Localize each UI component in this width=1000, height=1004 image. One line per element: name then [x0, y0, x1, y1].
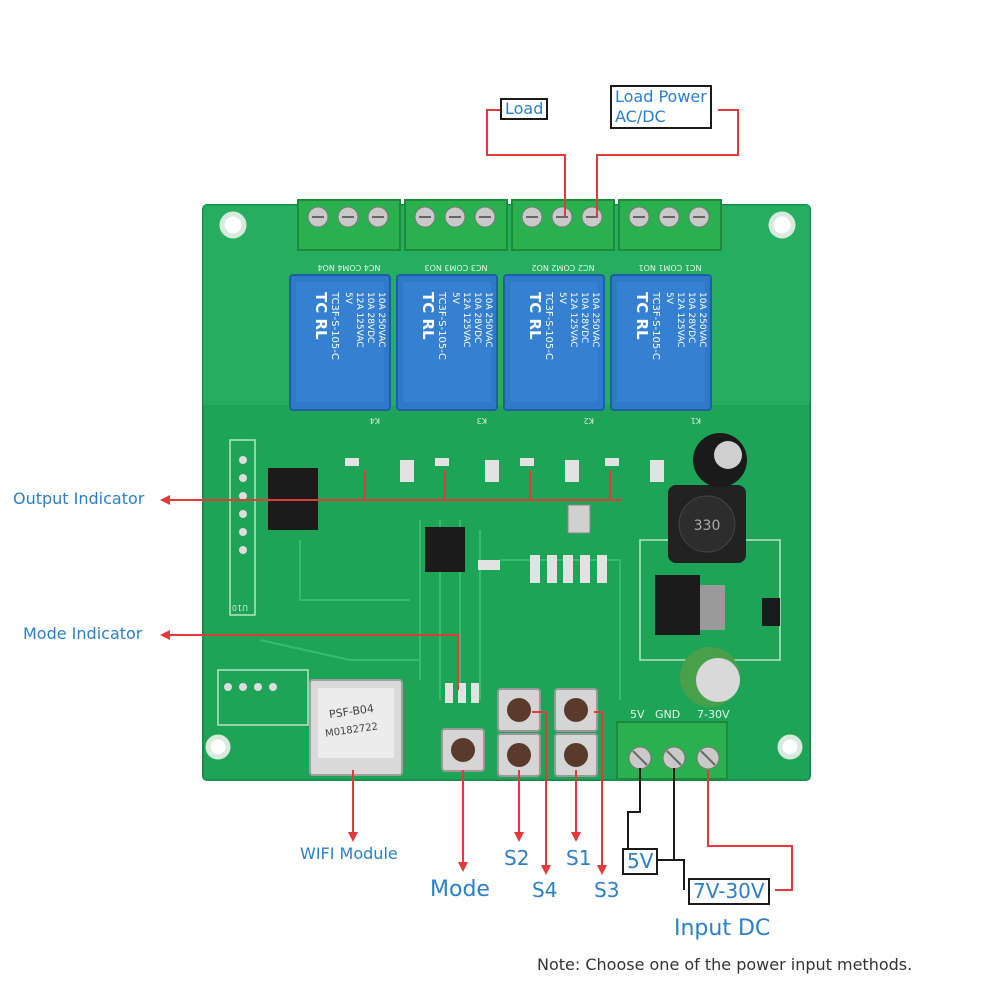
relay-rating: 12A 125VAC: [568, 292, 578, 348]
wire-power-7v: [707, 770, 793, 891]
annotation-wires: [168, 109, 793, 891]
wire-s4: [532, 711, 547, 868]
mounting-holes: [205, 211, 803, 760]
power-terminal-label-1: 5V: [630, 708, 645, 721]
relay-id-1: K4: [370, 416, 380, 425]
push-button-3: [554, 688, 598, 732]
mode-label: Mode: [430, 877, 490, 902]
push-button-1: [441, 728, 485, 772]
annotation-wires-black: [627, 768, 685, 890]
load-power-label-line1: Load Power: [615, 87, 707, 106]
power-terminal-block: 5V GND 7-30V: [616, 708, 730, 780]
relay-rating: 12A 125VAC: [354, 292, 364, 348]
wire-load-power: [596, 109, 739, 217]
relay-rating: 10A 250VAC: [590, 292, 600, 348]
relay-model: TC3F-S-105-C: [543, 291, 554, 360]
terminal-block-4: NC1 COM1 NO1: [618, 199, 722, 272]
relay-model: TC3F-S-105-C: [436, 291, 447, 360]
relay-rating: 10A 28VDC: [579, 292, 589, 343]
power-terminal-label-2: GND: [655, 708, 680, 721]
relay-rating: 10A 28VDC: [686, 292, 696, 343]
mode-indicator-label: Mode Indicator: [23, 624, 143, 643]
arrow-mode: [458, 862, 468, 872]
relay-rating: 10A 28VDC: [365, 292, 375, 343]
relay-rating: 5V: [664, 292, 674, 305]
terminal-label-4: NC1 COM1 NO1: [639, 263, 702, 272]
arrow-wifi: [348, 832, 358, 842]
wifi-module-label: WIFI Module: [300, 844, 398, 863]
5v-input-label: 5V: [622, 848, 659, 875]
relay-terminal-blocks: NC4 COM4 NO4 NC3 COM3 NO3 NC2 COM2 NO2 NC1 …: [297, 199, 722, 272]
u10-label: U10: [232, 603, 248, 612]
wire-load: [486, 109, 566, 217]
relay-rating: 12A 125VAC: [675, 292, 685, 348]
arrow-mode-indicator: [160, 630, 170, 640]
power-terminal-label-3: 7-30V: [697, 708, 730, 721]
arrow-s1: [571, 832, 581, 842]
relay-rating: 5V: [557, 292, 567, 305]
push-button-5: [554, 733, 598, 777]
power-note: Note: Choose one of the power input meth…: [537, 955, 913, 974]
relay-brand: TC RL: [312, 292, 330, 340]
relay-model: TC3F-S-105-C: [329, 291, 340, 360]
relay-rating: 10A 250VAC: [483, 292, 493, 348]
relay-id-2: K3: [477, 416, 487, 425]
relay-model: TC3F-S-105-C: [650, 291, 661, 360]
load-power-label-line2: AC/DC: [615, 107, 666, 126]
terminal-block-1: NC4 COM4 NO4: [297, 199, 401, 272]
wifi-module: PSF-B04 M0182722: [309, 679, 403, 776]
relay-id-3: K2: [584, 416, 594, 425]
relay-rating: 10A 250VAC: [376, 292, 386, 348]
arrow-s4: [541, 865, 551, 875]
relay-id-4: K1: [691, 416, 701, 425]
s4-label: S4: [532, 878, 558, 902]
relay-brand: TC RL: [633, 292, 651, 340]
input-dc-label: Input DC: [674, 916, 771, 941]
svg-text:330: 330: [694, 518, 721, 534]
terminal-label-3: NC2 COM2 NO2: [532, 263, 595, 272]
relay-rating: 12A 125VAC: [461, 292, 471, 348]
wire-power-gnd: [658, 768, 685, 890]
7v-30v-input-label: 7V-30V: [688, 878, 770, 905]
arrow-s2: [514, 832, 524, 842]
terminal-block-2: NC3 COM3 NO3: [404, 199, 508, 272]
s2-label: S2: [504, 846, 530, 870]
arrow-s3: [597, 865, 607, 875]
wire-output-indicator: [168, 470, 622, 501]
relay-rating: 5V: [343, 292, 353, 305]
relay-brand: TC RL: [526, 292, 544, 340]
load-power-label: Load Power AC/DC: [610, 85, 712, 129]
s3-label: S3: [594, 878, 620, 902]
wire-mode-indicator: [168, 634, 459, 690]
wire-power-5v: [627, 768, 641, 848]
smd-components: 330: [268, 433, 780, 707]
arrow-output-indicator: [160, 495, 170, 505]
load-label: Load: [500, 98, 549, 121]
push-button-4: [497, 733, 541, 777]
s1-label: S1: [566, 846, 592, 870]
terminal-label-1: NC4 COM4 NO4: [318, 263, 381, 272]
relay-rating: 10A 250VAC: [697, 292, 707, 348]
relay-rating: 10A 28VDC: [472, 292, 482, 343]
output-indicator-label: Output Indicator: [13, 489, 145, 508]
pin-header: U10: [224, 456, 277, 691]
relay-brand: TC RL: [419, 292, 437, 340]
terminal-label-2: NC3 COM3 NO3: [425, 263, 488, 272]
relay-rating: 5V: [450, 292, 460, 305]
wifi-module-text-1: PSF-B04: [328, 702, 374, 721]
arrowheads: [160, 495, 607, 875]
push-button-2: [497, 688, 541, 732]
wire-s3: [594, 711, 603, 868]
